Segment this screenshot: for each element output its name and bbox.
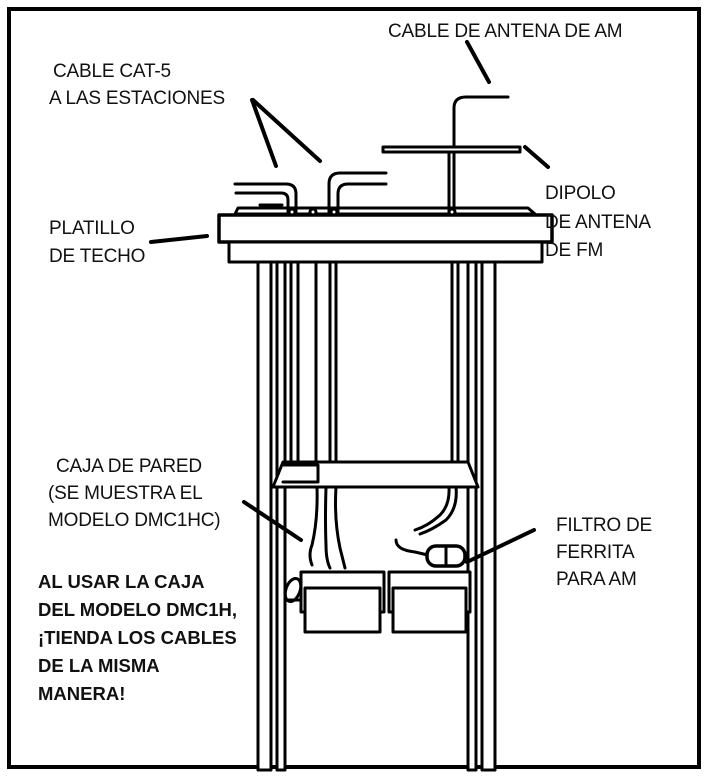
wallbox-label-line1: CAJA DE PARED — [56, 456, 202, 477]
fm-label-line2: DE ANTENA — [545, 212, 651, 233]
ferrite-label-line3: PARA AM — [556, 569, 637, 590]
cat5-cables-top — [233, 171, 388, 217]
ceiling-label-line2: DE TECHO — [49, 246, 145, 267]
note-line1: AL USAR LA CAJA — [38, 571, 205, 592]
am-antenna-cable — [447, 95, 510, 217]
cat5-label-line2: A LAS ESTACIONES — [49, 88, 225, 109]
right-wall-studs — [466, 260, 497, 772]
ferrite-label-line1: FILTRO DE — [556, 515, 652, 536]
ferrite-label-line2: FERRITA — [556, 542, 635, 563]
note-line3: ¡TIENDA LOS CABLES — [38, 627, 237, 648]
cables-below-box — [308, 485, 458, 570]
cat5-label-line1: CABLE CAT-5 — [53, 61, 171, 82]
note-line4: DE LA MISMA — [38, 655, 160, 676]
wallbox-label-line2: (SE MUESTRA EL — [48, 483, 203, 504]
leader-lines — [149, 40, 550, 564]
ceiling-plate — [217, 206, 554, 264]
fm-label-line1: DIPOLO — [545, 183, 616, 204]
am-cable-label: CABLE DE ANTENA DE AM — [388, 21, 622, 42]
diagram-border — [7, 7, 701, 769]
wall-box — [271, 460, 480, 634]
note-line2: DEL MODELO DMC1H, — [38, 599, 237, 620]
ceiling-label-line1: PLATILLO — [49, 218, 135, 239]
cat5-cable-runs — [289, 260, 460, 472]
note-line5: MANERA! — [38, 683, 125, 704]
fm-dipole-antenna — [381, 145, 522, 154]
callout-labels: CABLE DE ANTENA DE AM CABLE CAT-5 A LAS … — [48, 21, 652, 590]
ferrite-filter — [425, 544, 467, 568]
installation-note: AL USAR LA CAJA DEL MODELO DMC1H, ¡TIEND… — [38, 571, 237, 704]
wallbox-label-line3: MODELO DMC1HC) — [48, 510, 220, 531]
fm-label-line3: DE FM — [545, 240, 603, 261]
